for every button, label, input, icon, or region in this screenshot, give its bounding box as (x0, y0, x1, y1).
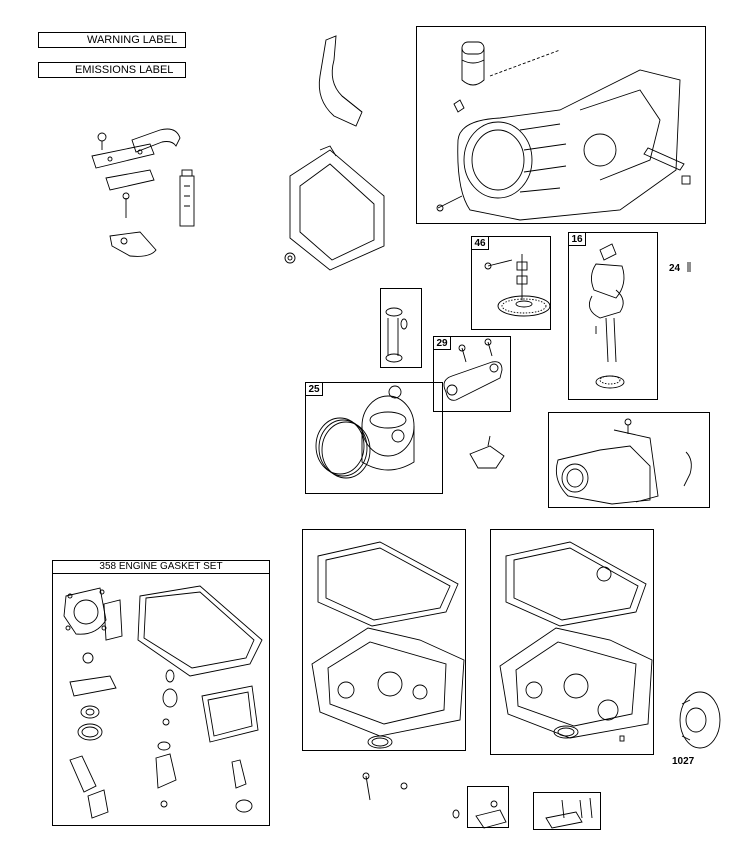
piston-pin-icon (385, 307, 408, 363)
callout-25: 25 (305, 382, 323, 396)
gasket-set-title: 358 ENGINE GASKET SET (99, 561, 223, 572)
callout-24: 24 (669, 263, 681, 274)
governor-assembly-icon (555, 418, 692, 505)
dipstick-tube-icon (91, 128, 195, 257)
blower-housing-icon (284, 35, 385, 271)
emissions-label-box: EMISSIONS LABEL (38, 62, 186, 78)
connecting-rod-frame (433, 336, 511, 412)
breather-frame (533, 792, 601, 830)
cylinder-block-icon (436, 41, 691, 221)
valve-cover-icon (452, 800, 507, 829)
governor-crank-icon (469, 435, 505, 469)
gasket-set-header (52, 560, 270, 574)
warning-label-box: WARNING LABEL (38, 32, 186, 48)
connecting-rod-icon (443, 338, 503, 401)
sump-frame-right (490, 529, 654, 755)
piston-icon (315, 385, 415, 479)
camshaft-icon (484, 254, 551, 317)
valve-cover-frame (467, 786, 509, 828)
sump-frame-left (302, 529, 466, 751)
governor-frame (548, 412, 710, 508)
crankshaft-icon (588, 243, 691, 389)
sump-left-icon (311, 541, 465, 749)
cylinder-block-frame (416, 26, 706, 224)
warning-label-text: WARNING LABEL (87, 34, 178, 46)
breather-icon (545, 797, 593, 829)
camshaft-frame (471, 236, 551, 330)
piston-pin-frame (380, 288, 422, 368)
sump-right-icon (499, 541, 653, 742)
piston-frame (305, 382, 443, 494)
bolt-icon (362, 772, 408, 801)
crankshaft-frame (568, 232, 658, 400)
callout-29: 29 (433, 336, 451, 350)
callout-46: 46 (471, 236, 489, 250)
emissions-label-text: EMISSIONS LABEL (75, 64, 174, 76)
callout-1027: 1027 (672, 756, 695, 767)
gasket-set-icon (63, 585, 263, 819)
oil-filter-icon (679, 691, 721, 749)
callout-16: 16 (568, 232, 586, 246)
